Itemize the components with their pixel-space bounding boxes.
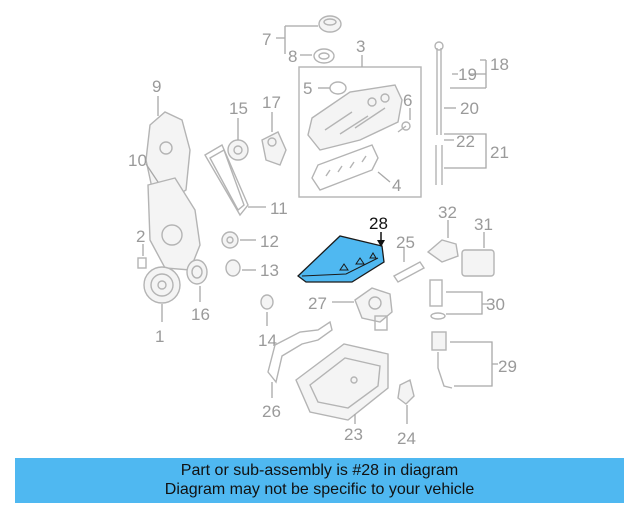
valve-cover (307, 84, 403, 151)
item-8-seal (313, 48, 335, 64)
caption-banner: Part or sub-assembly is #28 in diagram D… (15, 458, 624, 503)
leader-29 (450, 341, 498, 387)
callout-6: 6 (403, 91, 412, 110)
callout-27: 27 (308, 294, 327, 313)
timing-cover (145, 111, 191, 201)
dipstick-tube (434, 41, 444, 185)
item-5-seal (329, 81, 347, 95)
item-23-oil-pan (295, 343, 389, 421)
callout-1: 1 (155, 327, 164, 346)
lower-timing-cover (147, 177, 201, 271)
item-15-pulley (227, 139, 249, 161)
callout-32: 32 (438, 203, 457, 222)
callout-22: 22 (456, 132, 475, 151)
item-11-belt (204, 143, 249, 217)
callout-7: 7 (262, 30, 271, 49)
callout-13: 13 (260, 261, 279, 280)
item-2-bolt (137, 257, 147, 269)
item-30-filter (429, 279, 446, 320)
item-26-gasket (267, 320, 333, 384)
group-3-box (298, 66, 422, 198)
callout-29: 29 (498, 357, 517, 376)
callout-28: 28 (369, 214, 388, 233)
callout-3: 3 (356, 37, 365, 56)
item-1-crank-pulley (143, 266, 181, 304)
item-17-tensioner (261, 131, 287, 166)
callout-26: 26 (262, 402, 281, 421)
callout-19: 19 (458, 65, 477, 84)
callout-4: 4 (392, 176, 401, 195)
item-31-module (461, 249, 495, 277)
callout-14: 14 (258, 331, 277, 350)
item-6-bolt (397, 121, 411, 133)
item-16-sprocket (186, 259, 208, 285)
leader-10 (145, 163, 159, 183)
callout-21: 21 (490, 143, 509, 162)
callout-12: 12 (260, 232, 279, 251)
callout-23: 23 (344, 425, 363, 444)
caption-line-2: Diagram may not be specific to your vehi… (164, 481, 475, 498)
item-24-part (397, 378, 415, 405)
item-14-plug (260, 294, 274, 310)
item-7-cap (318, 15, 342, 33)
callout-20: 20 (460, 99, 479, 118)
leader-7-8 (276, 25, 318, 56)
item-13-bushing (225, 259, 241, 277)
callout-24: 24 (397, 429, 416, 448)
item-32-bracket (426, 239, 459, 263)
item-4-gasket (311, 144, 379, 191)
callout-11: 11 (270, 199, 288, 218)
item-27-oil-pump (354, 287, 393, 331)
leader-4 (377, 171, 391, 183)
caption-line-1: Part or sub-assembly is #28 in diagram (180, 462, 459, 479)
item-28-highlighted-part (296, 235, 385, 283)
callout-18: 18 (490, 55, 509, 74)
callout-2: 2 (136, 227, 145, 246)
callout-8: 8 (288, 47, 297, 66)
leader-30 (446, 291, 492, 315)
callout-9: 9 (152, 77, 161, 96)
callout-5: 5 (303, 79, 312, 98)
parts-diagram: 7 8 3 5 6 4 19 18 20 22 21 (128, 15, 517, 448)
item-25-gasket (392, 261, 426, 283)
callout-25: 25 (396, 233, 415, 252)
callout-30: 30 (486, 295, 505, 314)
callout-17: 17 (262, 93, 281, 112)
leader-18-19 (450, 59, 487, 89)
callout-16: 16 (191, 305, 210, 324)
callout-10: 10 (128, 151, 147, 170)
item-12-idler (221, 231, 239, 249)
item-29-sensor (431, 331, 453, 389)
arrow-28 (377, 240, 385, 247)
callout-15: 15 (229, 99, 248, 118)
leader-21-22 (444, 133, 487, 169)
callout-31: 31 (474, 215, 493, 234)
